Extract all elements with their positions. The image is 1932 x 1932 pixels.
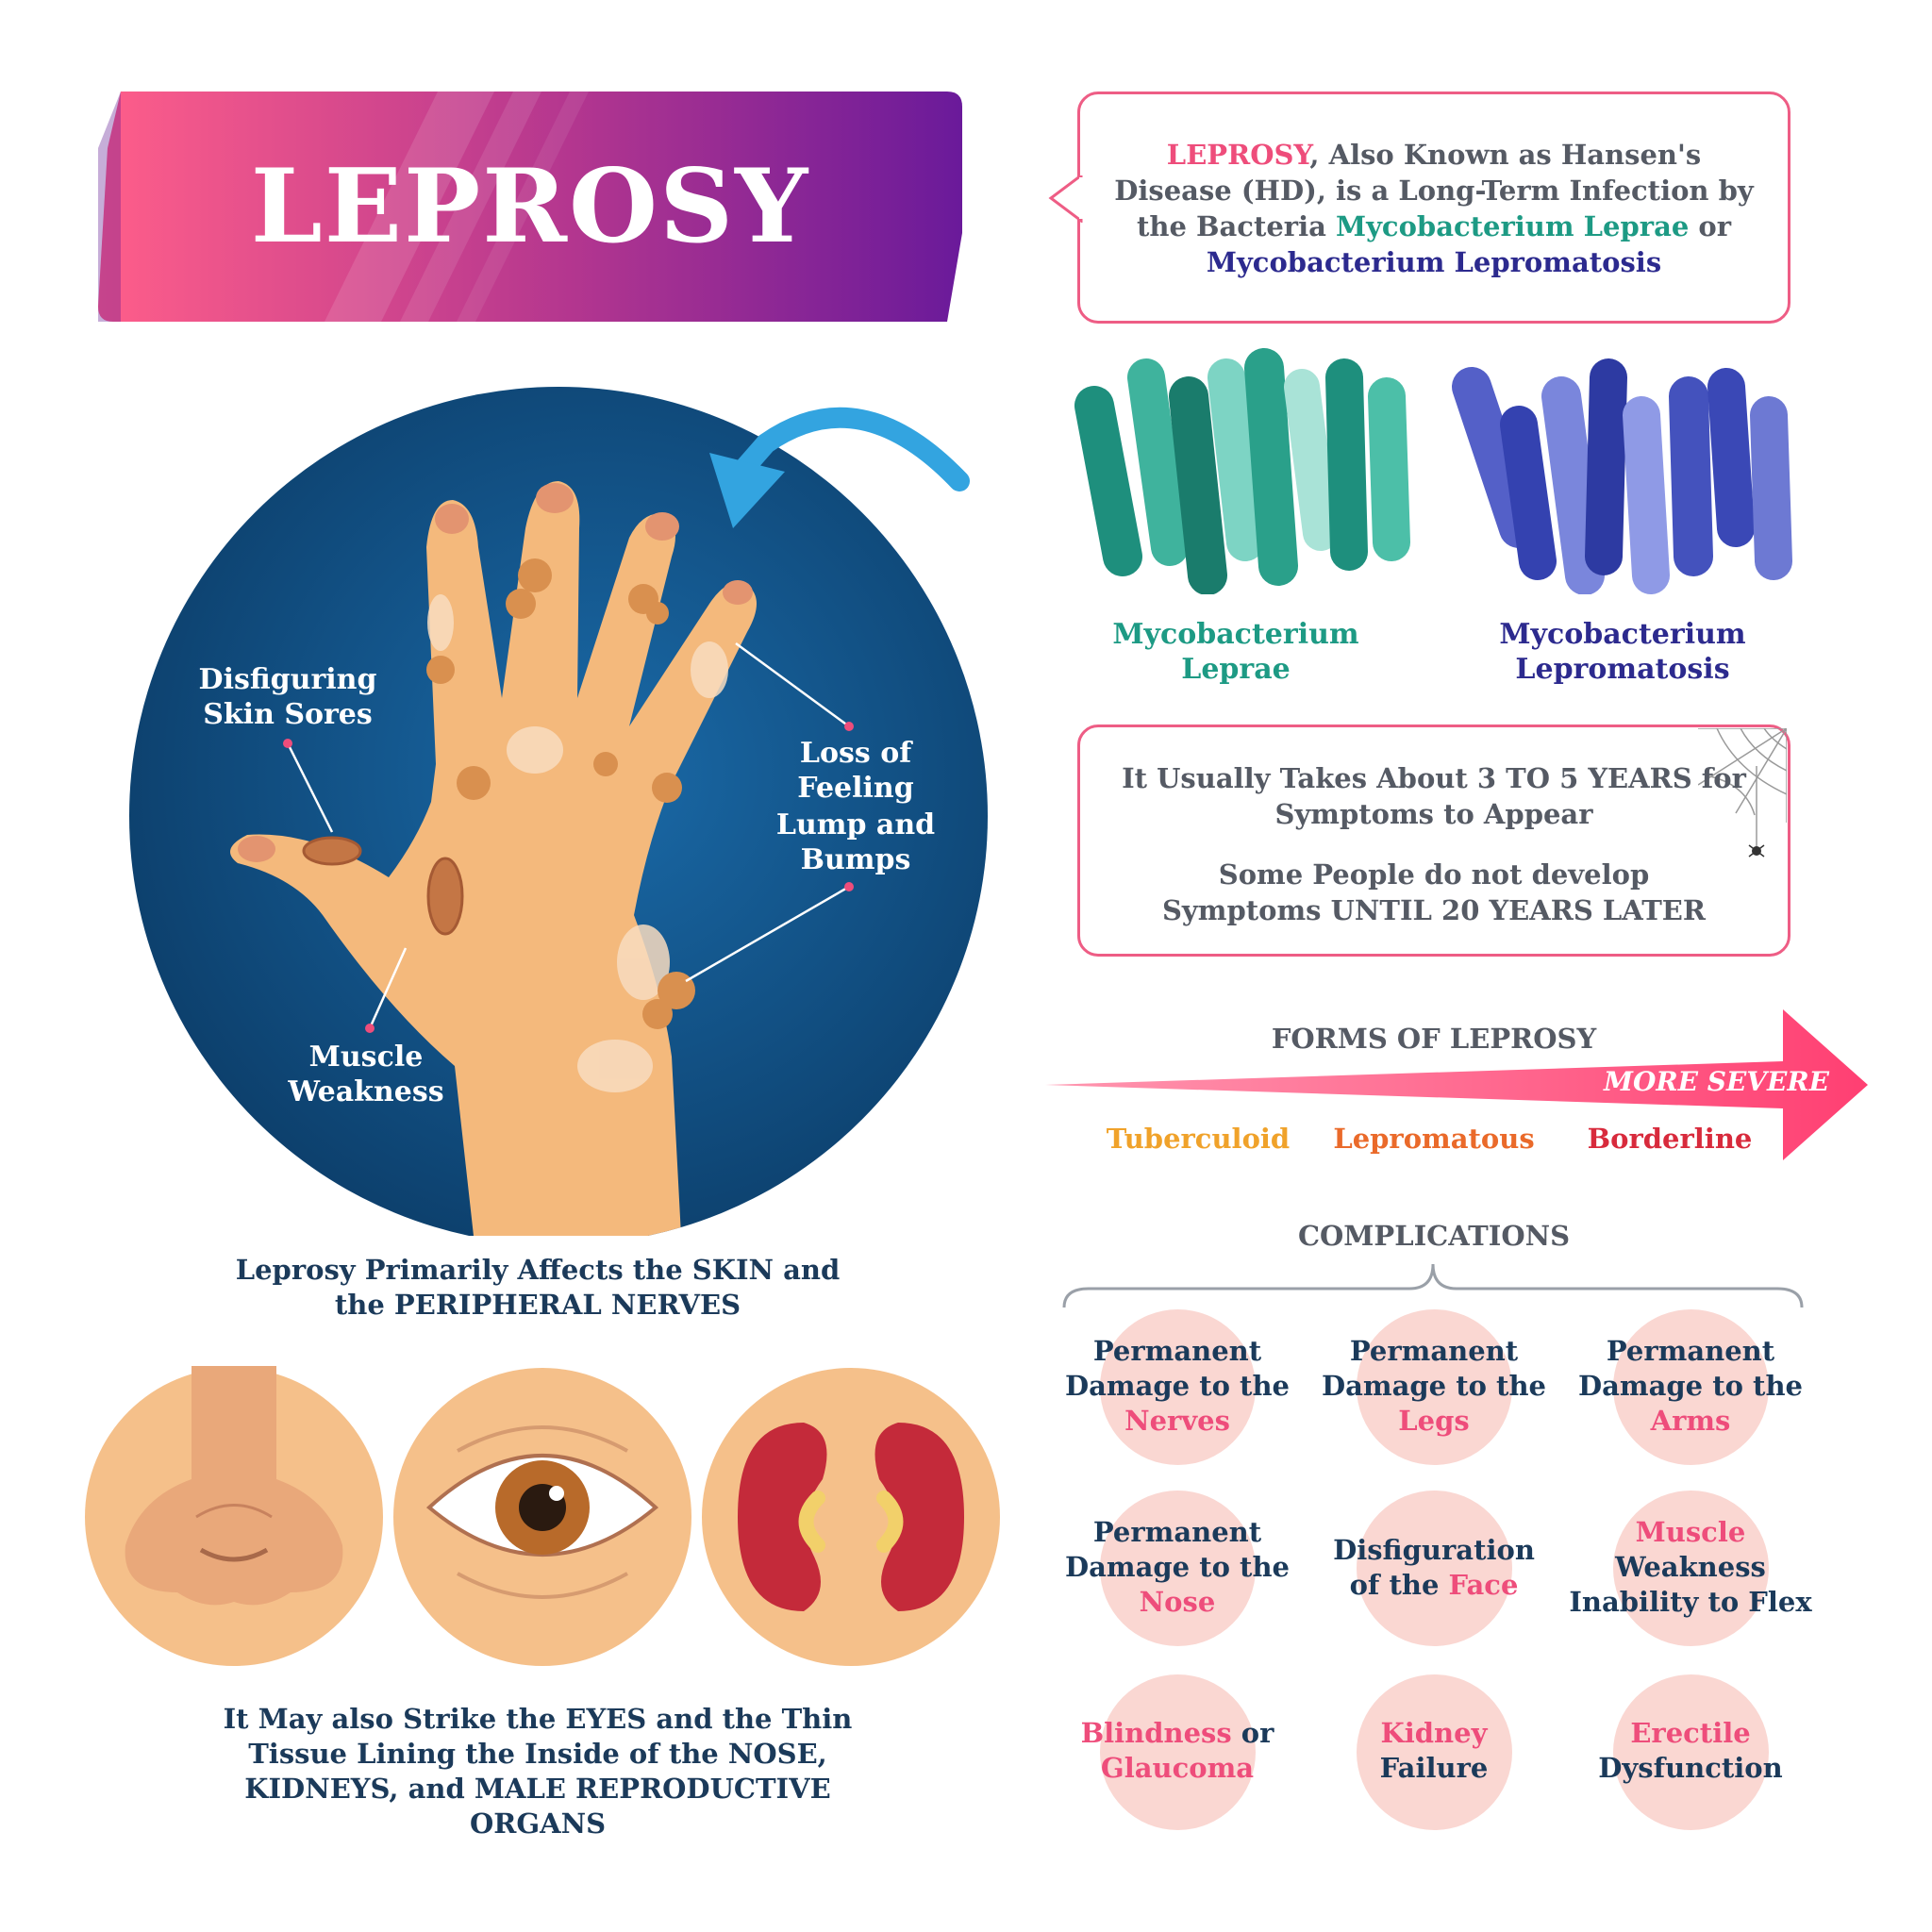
forms-heading: FORMS OF LEPROSY [1271,1023,1597,1055]
severity-arrow [1045,1009,1868,1160]
complications-heading: COMPLICATIONS [1297,1220,1571,1252]
complication-bg [1613,1491,1769,1646]
complication-bg [1100,1674,1256,1830]
complication-bg [1613,1309,1769,1465]
complication-bg [1357,1309,1512,1465]
intro-leprosy: LEPROSY [1166,139,1310,171]
nose-illustration [85,1366,383,1666]
complication-blindness: Blindness or Glaucoma [1080,1717,1274,1784]
timing-box [1077,724,1790,957]
kidneys-illustration [702,1368,1000,1666]
page-title: LEPROSY [250,147,810,266]
leprae-label: Mycobacterium Leprae [1112,618,1359,686]
complication-nerves: Permanent Damage to the Nerves [1064,1335,1290,1437]
affects-caption: Leprosy Primarily Affects the SKIN and t… [235,1254,841,1321]
lumps-label: Lump and Bumps [775,808,936,876]
complication-bg [1357,1491,1512,1646]
complication-nose: Permanent Damage to the Nose [1064,1516,1290,1618]
leprae-bacteria-illustration [1074,348,1410,594]
skin-sores-label: Disfiguring Skin Sores [198,663,377,731]
form-borderline: Borderline [1587,1123,1753,1155]
cobweb-icon [1698,728,1787,858]
complication-face: Disfiguration of the Face [1333,1534,1535,1601]
complication-erectile: Erectile Dysfunction [1598,1717,1783,1784]
strikes-caption: It May also Strike the EYES and the Thin… [223,1703,853,1840]
timing-text: It Usually Takes About 3 TO 5 YEARS for … [1122,762,1746,926]
complication-legs: Permanent Damage to the Legs [1321,1335,1546,1437]
complication-bg [1357,1674,1512,1830]
complication-bg [1613,1674,1769,1830]
complication-kidney: Kidney Failure [1379,1717,1489,1784]
speech-pointer [1048,175,1085,223]
form-lepromatous: Lepromatous [1333,1123,1535,1155]
lepromatosis-bacteria-illustration [1452,358,1792,594]
complication-bg [1100,1309,1256,1465]
complications-brace [1062,1263,1804,1308]
loss-of-feeling-label: Loss of Feeling [797,737,914,805]
lepromatosis-label: Mycobacterium Lepromatosis [1499,618,1746,686]
title-banner [98,92,962,322]
muscle-weakness-label: Muscle Weakness [288,1041,444,1108]
complication-bg [1100,1491,1256,1646]
intro-box [1077,92,1790,324]
complication-muscle: Muscle Weakness Inability to Flex [1569,1516,1812,1618]
intro-text: LEPROSY, Also Known as Hansen's Disease … [1114,139,1754,278]
more-severe-label: MORE SEVERE [1604,1066,1829,1097]
complication-arms: Permanent Damage to the Arms [1577,1335,1803,1437]
eye-illustration [393,1368,691,1666]
hand-illustration [129,387,988,1236]
form-tuberculoid: Tuberculoid [1106,1123,1291,1155]
